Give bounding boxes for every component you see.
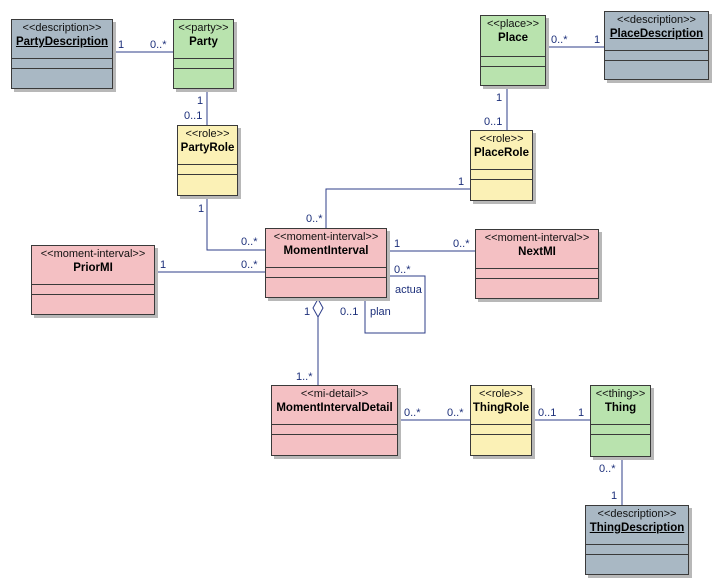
multiplicity-label: 0..* (241, 236, 258, 248)
multiplicity-label: 1 (160, 259, 167, 271)
attributes-compartment (476, 269, 598, 279)
attributes-compartment (272, 425, 397, 435)
multiplicity-label: 1 (304, 306, 311, 318)
attributes-compartment (471, 425, 531, 435)
attributes-compartment (266, 268, 386, 278)
class-name: MomentInterval (283, 245, 369, 257)
class-place-description[interactable]: <<description>> PlaceDescription (604, 11, 709, 80)
attributes-compartment (178, 165, 237, 175)
class-thing[interactable]: <<thing>> Thing (590, 385, 651, 457)
class-stereotype: <<description>> (597, 508, 677, 520)
class-name: Party (189, 36, 218, 48)
attributes-compartment (471, 170, 532, 180)
class-thing-role[interactable]: <<role>> ThingRole (470, 385, 532, 456)
class-next-mi[interactable]: <<moment-interval>> NextMI (475, 229, 599, 299)
multiplicity-label: 1 (118, 39, 125, 51)
class-stereotype: <<role>> (479, 133, 524, 145)
class-name: ThingRole (472, 402, 530, 414)
multiplicity-label: 1 (496, 92, 503, 104)
class-stereotype: <<role>> (185, 128, 230, 140)
assoc-momentinterval-self (364, 275, 426, 334)
attributes-compartment (591, 425, 650, 435)
multiplicity-label: 0..* (453, 238, 470, 250)
attributes-compartment (32, 285, 154, 295)
class-stereotype: <<moment-interval>> (273, 231, 379, 243)
attributes-compartment (605, 51, 708, 61)
assoc-partyrole-momentinterval (206, 196, 265, 251)
class-stereotype: <<thing>> (595, 388, 646, 400)
multiplicity-label: 1..* (296, 371, 313, 383)
class-name: MomentIntervalDetail (276, 402, 393, 414)
class-party-description[interactable]: <<description>> PartyDescription (11, 19, 113, 89)
class-prior-mi[interactable]: <<moment-interval>> PriorMI (31, 245, 155, 315)
class-stereotype: <<place>> (487, 18, 539, 30)
attributes-compartment (586, 545, 688, 555)
multiplicity-label: 0..* (306, 213, 323, 225)
class-moment-interval[interactable]: <<moment-interval>> MomentInterval (265, 228, 387, 298)
multiplicity-label: 0..* (404, 407, 421, 419)
class-party[interactable]: <<party>> Party (173, 19, 234, 89)
class-place[interactable]: <<place>> Place (480, 15, 546, 86)
class-stereotype: <<moment-interval>> (40, 248, 146, 260)
attributes-compartment (174, 59, 233, 69)
class-stereotype: <<party>> (178, 22, 229, 34)
attributes-compartment (12, 59, 112, 69)
multiplicity-label: 0..* (447, 407, 464, 419)
class-party-role[interactable]: <<role>> PartyRole (177, 125, 238, 196)
class-stereotype: <<role>> (478, 388, 524, 400)
class-name: Place (497, 32, 529, 44)
class-moment-interval-detail[interactable]: <<mi-detail>> MomentIntervalDetail (271, 385, 398, 456)
multiplicity-label: 1 (458, 176, 465, 188)
class-stereotype: <<description>> (22, 22, 102, 34)
class-thing-description[interactable]: <<description>> ThingDescription (585, 505, 689, 575)
role-label: actua (395, 284, 422, 296)
multiplicity-label: 0..1 (484, 116, 503, 128)
class-name: PlaceRole (474, 147, 529, 159)
class-name: NextMI (518, 246, 556, 258)
multiplicity-label: 1 (198, 203, 205, 215)
class-name: PriorMI (73, 262, 113, 274)
role-label: plan (370, 306, 391, 318)
class-name: ThingDescription (589, 522, 685, 534)
multiplicity-label: 1 (594, 34, 601, 46)
assoc-placerole-momentinterval (325, 188, 470, 228)
attributes-compartment (481, 57, 545, 67)
class-name: PartyRole (180, 142, 235, 154)
class-place-role[interactable]: <<role>> PlaceRole (470, 130, 533, 201)
multiplicity-label: 0..* (150, 39, 167, 51)
class-name: PartyDescription (15, 36, 109, 48)
multiplicity-label: 1 (578, 407, 585, 419)
multiplicity-label: 0..* (551, 34, 568, 46)
class-name: PlaceDescription (609, 28, 704, 40)
multiplicity-label: 0..1 (538, 407, 557, 419)
multiplicity-label: 0..* (599, 463, 616, 475)
multiplicity-label: 1 (394, 238, 401, 250)
multiplicity-label: 0..1 (184, 110, 203, 122)
multiplicity-label: 1 (197, 95, 204, 107)
class-stereotype: <<mi-detail>> (300, 388, 369, 400)
class-name: Thing (604, 402, 637, 414)
multiplicity-label: 0..* (394, 264, 411, 276)
multiplicity-label: 0..1 (340, 306, 359, 318)
class-stereotype: <<description>> (617, 14, 696, 26)
class-stereotype: <<moment-interval>> (484, 232, 590, 244)
multiplicity-label: 0..* (241, 259, 258, 271)
multiplicity-label: 1 (611, 490, 618, 502)
aggregation-diamond (312, 297, 324, 319)
